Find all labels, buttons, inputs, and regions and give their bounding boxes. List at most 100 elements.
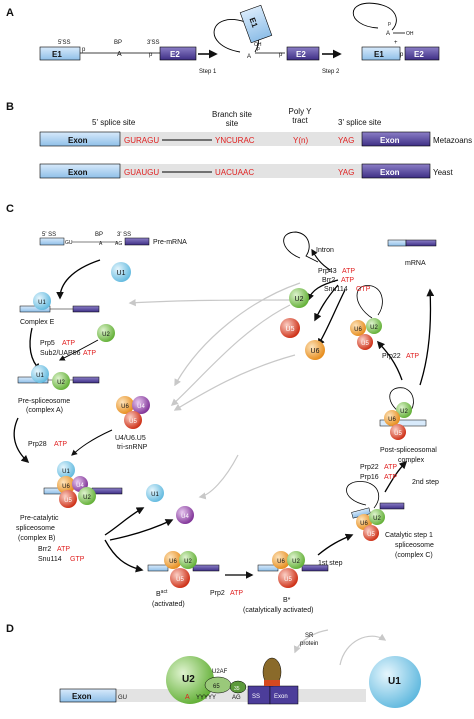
c-prp43: Prp43 <box>318 268 337 275</box>
c-c-u2 <box>369 509 385 525</box>
a-oh2: OH <box>406 31 414 37</box>
c-arrow-disassembly-3 <box>317 289 346 347</box>
c-tri-label1: U4/U6.U5 <box>115 435 146 442</box>
c-post-u6 <box>384 410 400 426</box>
d-sr: SR <box>305 633 314 639</box>
b-branch-header: Branch site <box>212 110 253 119</box>
c-prp22-b: Prp22 <box>360 464 379 471</box>
d-u2 <box>166 656 214 704</box>
b-yeast-ss3: YAG <box>338 168 354 177</box>
c-arrow-premrna-e <box>56 259 101 300</box>
b-met-ss3: YAG <box>338 136 354 145</box>
c-gu: GU <box>65 240 73 246</box>
c-arrow-disassembly-2 <box>314 284 339 322</box>
c-gray-arrow-4 <box>128 299 291 307</box>
c-precat2: spliceosome <box>16 525 55 532</box>
a-step1-label: Step 1 <box>199 69 217 75</box>
c-complex-a: (complex A) <box>26 407 63 414</box>
b-met-label: Metazoans <box>433 136 472 145</box>
d-gu: GU <box>118 695 127 701</box>
b-yeast-ss5: GUAUGU <box>124 168 159 177</box>
c-arrow-bstar-c <box>317 533 354 556</box>
c-prp28: Prp28 <box>28 441 47 448</box>
c-b-exon2 <box>91 487 123 495</box>
b-polyy-header2: tract <box>292 116 308 125</box>
c-b-u1 <box>57 461 75 479</box>
c-c-lariat <box>346 481 380 509</box>
c-u2-free <box>97 324 115 342</box>
c-recycled-u5-label: U5 <box>286 326 295 333</box>
c-arrow-b-bact <box>104 539 144 573</box>
c-tri-label2: tri-snRNP <box>117 444 148 451</box>
c-b-u5 <box>59 490 77 508</box>
c-arrow-post-mrna <box>419 288 435 386</box>
panel-b-label: B <box>6 101 14 113</box>
c-a-u2-label: U2 <box>57 380 65 386</box>
c-a-u1 <box>31 365 49 383</box>
c-e-u1 <box>33 292 51 310</box>
b-branch-header2: site <box>226 119 239 128</box>
a-a3: A <box>386 31 390 37</box>
c-prp5: Prp5 <box>40 340 55 347</box>
c-e-u1-label: U1 <box>38 300 46 306</box>
d-exon1 <box>59 688 117 703</box>
c-e-exon2 <box>72 305 100 313</box>
c-bp-label: BP <box>95 232 103 238</box>
c-released-u4 <box>176 506 194 524</box>
c-post-u2 <box>396 402 412 418</box>
b-met-intron <box>120 132 362 146</box>
c-post2: complex <box>398 457 425 464</box>
b-met-exon2 <box>361 131 431 147</box>
c-tri-u5 <box>124 411 142 429</box>
c-prespliceosome: Pre-spliceosome <box>18 398 70 405</box>
panel-c: 5' SS BP 3' SS GU A AG Pre-mRNA U1 U1 Co… <box>13 231 439 614</box>
c-brr2-b-atp: ATP <box>341 277 354 284</box>
b-yeast-exon1-label: Exon <box>68 168 88 177</box>
d-u2af35 <box>229 680 247 694</box>
c-arrow-e-a <box>29 327 42 372</box>
c-cat3: (complex C) <box>395 552 433 559</box>
panel-c-label: C <box>6 203 14 215</box>
c-bact-exon1 <box>147 564 169 572</box>
panel-b: 5' splice site Branch site site Poly Y t… <box>39 107 472 179</box>
a-exon2-box2 <box>286 46 320 61</box>
a-exon2-box <box>159 46 197 61</box>
c-c-u5 <box>363 525 379 541</box>
c-snu114-b-gtp: GTP <box>356 286 371 293</box>
d-u1 <box>369 656 421 708</box>
c-arrow-release-u4 <box>109 519 174 541</box>
c-c-u2-label: U2 <box>373 516 381 522</box>
c-brr2: Brr2 <box>38 546 51 553</box>
a-p5: p <box>388 21 391 27</box>
c-prp43-atp: ATP <box>342 268 355 275</box>
c-ils-u6-label: U6 <box>354 327 362 333</box>
c-premrna-exon1 <box>39 237 65 246</box>
c-bstar-u5 <box>278 568 298 588</box>
c-bact-u5 <box>170 568 190 588</box>
c-post-u2-label: U2 <box>400 409 408 415</box>
c-b-u6 <box>57 476 75 494</box>
c-tri-u6-label: U6 <box>121 404 129 410</box>
c-snu114: Snu114 <box>38 556 62 563</box>
b-met-branch: YNCURAC <box>215 136 255 145</box>
c-bact-u5-label: U5 <box>176 577 184 583</box>
a-5ss-label: 5'SS <box>58 40 71 46</box>
c-c-exon2 <box>379 502 405 510</box>
d-exon1-label: Exon <box>72 692 92 701</box>
c-premrna-exon2 <box>124 237 150 246</box>
b-polyy-header: Poly Y <box>289 107 313 116</box>
c-c-u6-label: U6 <box>360 521 368 527</box>
c-activated: (activated) <box>152 601 185 608</box>
c-post-u5-label: U5 <box>394 431 402 437</box>
c-bstar-exon2 <box>301 564 329 572</box>
b-3ss-header: 3' splice site <box>338 118 382 127</box>
c-arrow-a-b <box>13 417 30 464</box>
d-ag: AG <box>232 695 241 701</box>
b-met-exon1 <box>39 131 121 147</box>
c-ils-u2-label: U2 <box>370 325 378 331</box>
c-prp22-a: Prp22 <box>382 353 401 360</box>
c-recycled-u2-label: U2 <box>295 296 304 303</box>
a-exon1-free <box>239 4 273 44</box>
c-complex-e-label: Complex E <box>20 319 55 326</box>
b-met-ss5: GURAGU <box>124 136 159 145</box>
